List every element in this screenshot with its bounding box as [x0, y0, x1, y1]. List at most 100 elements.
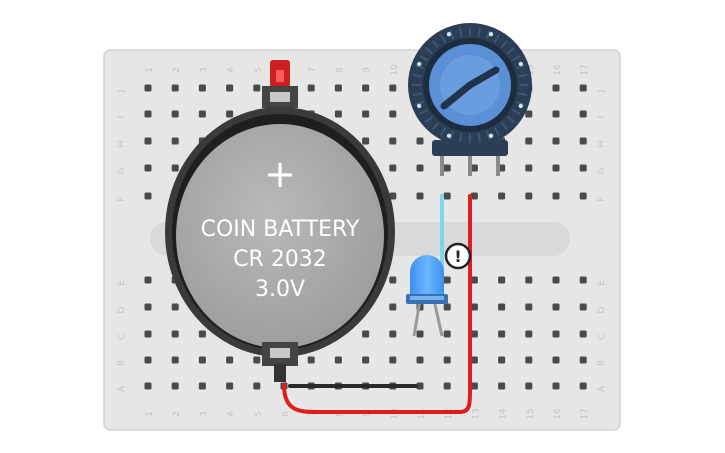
breadboard-hole[interactable]: [552, 356, 560, 364]
breadboard-hole[interactable]: [443, 303, 451, 311]
breadboard-hole[interactable]: [443, 356, 451, 364]
breadboard-hole[interactable]: [171, 303, 179, 311]
breadboard-hole[interactable]: [579, 276, 587, 284]
breadboard-hole[interactable]: [253, 84, 261, 92]
breadboard-hole[interactable]: [525, 192, 533, 200]
breadboard-hole[interactable]: [416, 192, 424, 200]
breadboard-hole[interactable]: [470, 356, 478, 364]
breadboard-hole[interactable]: [443, 192, 451, 200]
breadboard-hole[interactable]: [226, 110, 234, 118]
breadboard-hole[interactable]: [389, 192, 397, 200]
breadboard-hole[interactable]: [389, 164, 397, 172]
breadboard-hole[interactable]: [226, 84, 234, 92]
breadboard-hole[interactable]: [525, 303, 533, 311]
breadboard-hole[interactable]: [198, 330, 206, 338]
breadboard-hole[interactable]: [226, 382, 234, 390]
breadboard-hole[interactable]: [552, 192, 560, 200]
breadboard-hole[interactable]: [525, 276, 533, 284]
warning-icon[interactable]: !: [444, 242, 472, 270]
breadboard-hole[interactable]: [416, 164, 424, 172]
breadboard-hole[interactable]: [144, 164, 152, 172]
breadboard-hole[interactable]: [171, 137, 179, 145]
breadboard-hole[interactable]: [198, 382, 206, 390]
breadboard-hole[interactable]: [144, 84, 152, 92]
breadboard-hole[interactable]: [171, 330, 179, 338]
breadboard-hole[interactable]: [498, 356, 506, 364]
breadboard-hole[interactable]: [525, 382, 533, 390]
breadboard-hole[interactable]: [226, 356, 234, 364]
breadboard-hole[interactable]: [498, 276, 506, 284]
breadboard-hole[interactable]: [171, 110, 179, 118]
breadboard-hole[interactable]: [552, 84, 560, 92]
breadboard-hole[interactable]: [144, 330, 152, 338]
breadboard-hole[interactable]: [362, 356, 370, 364]
coin-battery[interactable]: + COIN BATTERY CR 2032 3.0V: [165, 60, 395, 382]
breadboard-hole[interactable]: [498, 303, 506, 311]
breadboard-hole[interactable]: [416, 356, 424, 364]
breadboard-hole[interactable]: [144, 303, 152, 311]
breadboard-hole[interactable]: [525, 164, 533, 172]
breadboard-hole[interactable]: [362, 110, 370, 118]
breadboard-hole[interactable]: [389, 303, 397, 311]
breadboard-hole[interactable]: [525, 137, 533, 145]
breadboard-hole[interactable]: [198, 110, 206, 118]
breadboard-hole[interactable]: [552, 330, 560, 338]
breadboard-hole[interactable]: [144, 110, 152, 118]
breadboard-hole[interactable]: [171, 164, 179, 172]
breadboard-hole[interactable]: [579, 303, 587, 311]
breadboard-hole[interactable]: [579, 356, 587, 364]
breadboard-hole[interactable]: [579, 192, 587, 200]
breadboard-hole[interactable]: [362, 84, 370, 92]
breadboard-hole[interactable]: [416, 382, 424, 390]
led[interactable]: [406, 255, 448, 337]
breadboard-hole[interactable]: [443, 276, 451, 284]
breadboard-hole[interactable]: [470, 303, 478, 311]
breadboard-hole[interactable]: [389, 137, 397, 145]
breadboard-hole[interactable]: [579, 84, 587, 92]
potentiometer[interactable]: [408, 23, 532, 176]
breadboard-hole[interactable]: [389, 356, 397, 364]
breadboard-hole[interactable]: [443, 330, 451, 338]
breadboard-hole[interactable]: [552, 164, 560, 172]
red-wire[interactable]: [282, 194, 472, 414]
breadboard-hole[interactable]: [144, 356, 152, 364]
breadboard-hole[interactable]: [171, 84, 179, 92]
breadboard-hole[interactable]: [579, 330, 587, 338]
breadboard-hole[interactable]: [579, 382, 587, 390]
breadboard-hole[interactable]: [362, 330, 370, 338]
breadboard-hole[interactable]: [470, 330, 478, 338]
breadboard-hole[interactable]: [253, 382, 261, 390]
breadboard-hole[interactable]: [171, 356, 179, 364]
breadboard-hole[interactable]: [253, 356, 261, 364]
breadboard-hole[interactable]: [334, 110, 342, 118]
breadboard-hole[interactable]: [443, 382, 451, 390]
breadboard-hole[interactable]: [307, 356, 315, 364]
breadboard-hole[interactable]: [579, 110, 587, 118]
breadboard-hole[interactable]: [552, 110, 560, 118]
breadboard-hole[interactable]: [389, 84, 397, 92]
breadboard-hole[interactable]: [470, 192, 478, 200]
breadboard-hole[interactable]: [334, 84, 342, 92]
breadboard-hole[interactable]: [389, 330, 397, 338]
breadboard-hole[interactable]: [171, 382, 179, 390]
breadboard-hole[interactable]: [470, 276, 478, 284]
breadboard-hole[interactable]: [198, 84, 206, 92]
breadboard-hole[interactable]: [498, 192, 506, 200]
breadboard-hole[interactable]: [470, 164, 478, 172]
breadboard-hole[interactable]: [525, 110, 533, 118]
breadboard-hole[interactable]: [144, 192, 152, 200]
breadboard-hole[interactable]: [389, 110, 397, 118]
breadboard-hole[interactable]: [579, 137, 587, 145]
breadboard-hole[interactable]: [470, 382, 478, 390]
breadboard-hole[interactable]: [362, 137, 370, 145]
breadboard-hole[interactable]: [334, 356, 342, 364]
breadboard-hole[interactable]: [144, 137, 152, 145]
breadboard-hole[interactable]: [552, 303, 560, 311]
breadboard-hole[interactable]: [525, 356, 533, 364]
breadboard-hole[interactable]: [579, 164, 587, 172]
breadboard-hole[interactable]: [416, 137, 424, 145]
breadboard-hole[interactable]: [198, 356, 206, 364]
breadboard-hole[interactable]: [307, 84, 315, 92]
breadboard-hole[interactable]: [389, 276, 397, 284]
breadboard-hole[interactable]: [552, 382, 560, 390]
